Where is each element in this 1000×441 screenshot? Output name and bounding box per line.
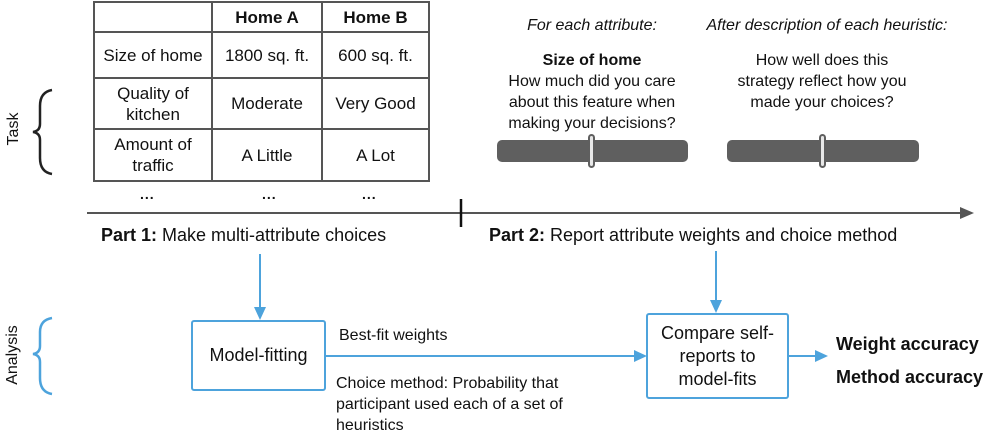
model-fitting-box: Model-fitting [191, 320, 326, 391]
task-brace [32, 88, 53, 176]
compare-box: Compare self-reports to model-fits [646, 313, 789, 399]
heuristic-heading: After description of each heuristic: [706, 17, 948, 34]
attribute-weight-slider-thumb[interactable] [588, 134, 595, 168]
part2-text: Report attribute weights and choice meth… [545, 225, 898, 245]
analysis-brace [32, 316, 53, 396]
table-ellipsis: ... [262, 186, 277, 202]
table-row: Size of home 1800 sq. ft. 600 sq. ft. [93, 31, 430, 79]
table-header-cell: Home A [211, 1, 323, 33]
value-cell: Very Good [321, 77, 430, 130]
method-accuracy-label: Method accuracy [836, 367, 984, 387]
choice-method-label: Choice method: Probability that particip… [336, 375, 563, 434]
best-fit-label: Best-fit weights [339, 327, 448, 344]
model-fitting-label: Model-fitting [209, 345, 308, 365]
value-cell: A Little [211, 128, 323, 182]
attribute-heading: For each attribute: [527, 17, 657, 34]
attribute-name: Size of home [542, 52, 642, 69]
part2-label: Part 2: Report attribute weights and cho… [489, 225, 897, 246]
attribute-cell: Size of home [93, 31, 213, 79]
heuristic-slider-thumb[interactable] [819, 134, 826, 168]
attribute-cell: Quality of kitchen [93, 77, 213, 130]
part1-label: Part 1: Make multi-attribute choices [101, 225, 386, 246]
heuristic-question: How well does this strategy reflect how … [737, 52, 907, 111]
value-cell: 1800 sq. ft. [211, 31, 323, 79]
table-ellipsis: ... [362, 186, 377, 202]
table-header-cell [93, 1, 213, 33]
timeline-arrowhead [960, 207, 974, 219]
part1-text: Make multi-attribute choices [157, 225, 387, 245]
value-cell: 600 sq. ft. [321, 31, 430, 79]
table-header-cell: Home B [321, 1, 430, 33]
value-cell: Moderate [211, 77, 323, 130]
table-row: Amount of traffic A Little A Lot [93, 128, 430, 182]
choice-table: Home A Home B Size of home 1800 sq. ft. … [93, 1, 430, 182]
compare-label: Compare self-reports to model-fits [660, 322, 775, 389]
value-cell: A Lot [321, 128, 430, 182]
weight-accuracy-label: Weight accuracy [836, 334, 979, 354]
attribute-question: How much did you care about this feature… [508, 73, 676, 132]
part2-bold: Part 2: [489, 225, 546, 245]
attribute-cell: Amount of traffic [93, 128, 213, 182]
part1-bold: Part 1: [101, 225, 158, 245]
table-row: Quality of kitchen Moderate Very Good [93, 77, 430, 130]
table-ellipsis: ... [140, 186, 155, 202]
table-header-row: Home A Home B [93, 1, 430, 33]
